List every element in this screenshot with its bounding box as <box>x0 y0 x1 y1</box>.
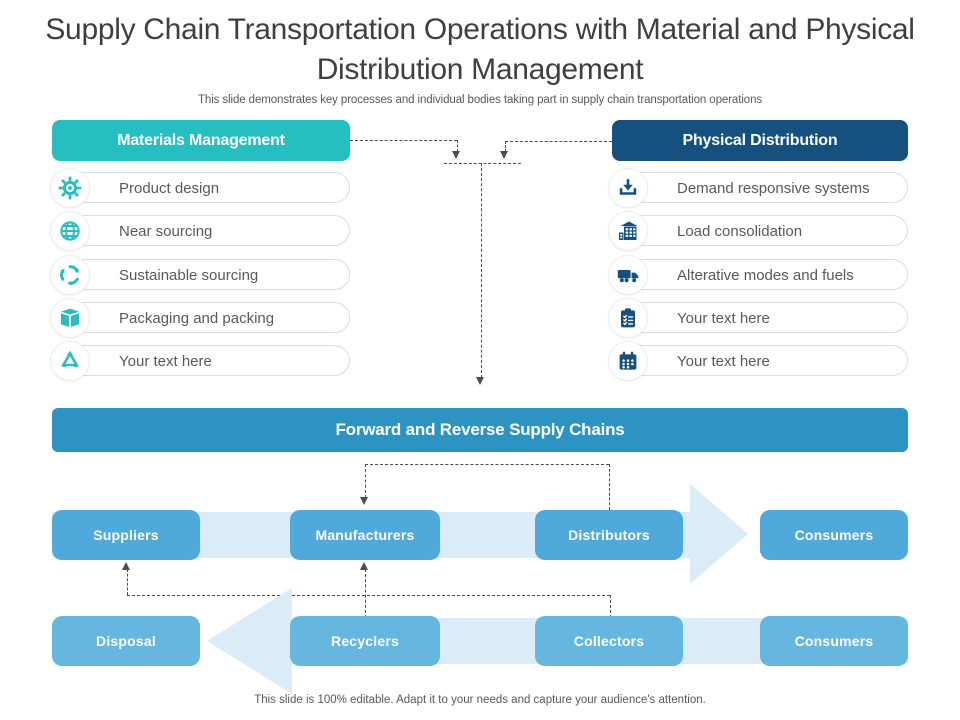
list-item: Your text here <box>50 339 350 383</box>
clipboard-icon <box>608 298 648 338</box>
arrow-up-icon <box>360 562 368 570</box>
flow-box-recyclers: Recyclers <box>290 616 440 666</box>
arrow-down-icon <box>452 151 460 159</box>
reverse-arrowhead <box>207 588 292 694</box>
calendar-icon <box>608 341 648 381</box>
item-label: Your text here <box>62 345 350 376</box>
slide-subtitle: This slide demonstrates key processes an… <box>197 94 763 106</box>
list-item: Sustainable sourcing <box>50 253 350 297</box>
list-item: Packaging and packing <box>50 296 350 340</box>
flow-box-disposal: Disposal <box>52 616 200 666</box>
flow-box-consumers-reverse: Consumers <box>760 616 908 666</box>
download-tray-icon <box>608 168 648 208</box>
connector-line <box>365 464 609 465</box>
page-title: Supply Chain Transportation Operations w… <box>45 13 915 86</box>
arrow-down-icon <box>500 151 508 159</box>
list-item: Load consolidation <box>608 209 908 253</box>
connector-line <box>127 595 610 596</box>
arrow-down-icon <box>360 497 368 505</box>
forward-reverse-banner: Forward and Reverse Supply Chains <box>52 408 908 452</box>
flow-box-collectors: Collectors <box>535 616 683 666</box>
package-icon <box>50 298 90 338</box>
truck-icon <box>608 255 648 295</box>
flow-box-distributors: Distributors <box>535 510 683 560</box>
connector-line <box>365 569 366 618</box>
item-label: Demand responsive systems <box>620 172 908 203</box>
connector-line <box>505 141 506 152</box>
list-item: Your text here <box>608 339 908 383</box>
forward-arrowhead <box>690 484 748 584</box>
list-item: Your text here <box>608 296 908 340</box>
item-label: Sustainable sourcing <box>62 259 350 290</box>
flow-box-consumers: Consumers <box>760 510 908 560</box>
connector-line <box>481 163 482 378</box>
materials-management-header: Materials Management <box>52 120 350 161</box>
item-label: Your text here <box>620 345 908 376</box>
flow-box-manufacturers: Manufacturers <box>290 510 440 560</box>
globe-icon <box>50 211 90 251</box>
arrow-up-icon <box>122 562 130 570</box>
warehouse-icon <box>608 211 648 251</box>
list-item: Alterative modes and fuels <box>608 253 908 297</box>
gear-icon <box>50 168 90 208</box>
item-label: Product design <box>62 172 350 203</box>
item-label: Packaging and packing <box>62 302 350 333</box>
connector-line <box>127 569 128 595</box>
arrow-down-icon <box>476 377 484 385</box>
connector-line <box>444 163 521 164</box>
connector-line <box>457 140 458 152</box>
physical-distribution-header: Physical Distribution <box>612 120 908 161</box>
item-label: Near sourcing <box>62 215 350 246</box>
item-label: Load consolidation <box>620 215 908 246</box>
connector-line <box>350 140 457 141</box>
item-label: Your text here <box>620 302 908 333</box>
recycle-icon <box>50 341 90 381</box>
list-item: Product design <box>50 166 350 210</box>
list-item: Demand responsive systems <box>608 166 908 210</box>
connector-line <box>365 464 366 498</box>
sustainability-icon <box>50 255 90 295</box>
connector-line <box>505 141 612 142</box>
flow-box-suppliers: Suppliers <box>52 510 200 560</box>
editable-note: This slide is 100% editable. Adapt it to… <box>254 694 706 706</box>
connector-line <box>609 464 610 510</box>
connector-line <box>610 595 611 618</box>
item-label: Alterative modes and fuels <box>620 259 908 290</box>
list-item: Near sourcing <box>50 209 350 253</box>
